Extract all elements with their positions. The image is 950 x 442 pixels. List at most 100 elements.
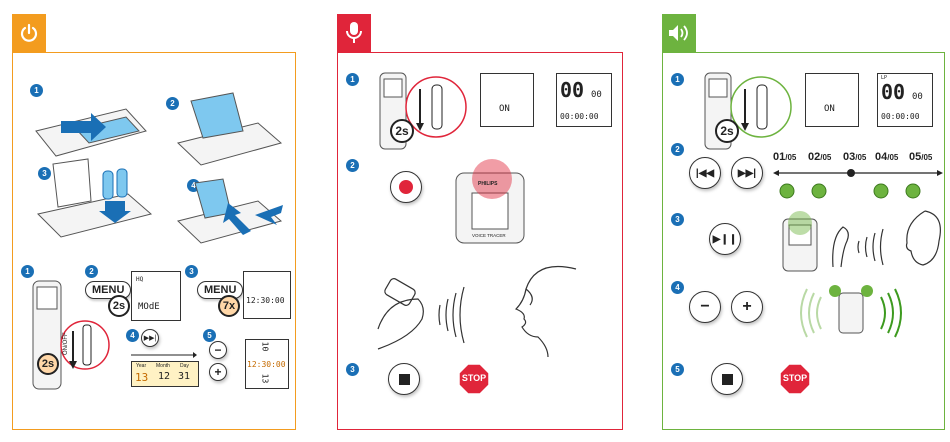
lcd-mode-screen: HQ MOdE xyxy=(131,271,181,321)
date-label-day: Day xyxy=(180,363,189,369)
next-icon: ▶▶| xyxy=(143,335,157,342)
speaking-person-illustration xyxy=(377,265,577,358)
track-item: 03/05 xyxy=(843,151,867,163)
lcd-on-screen: ON xyxy=(805,73,859,127)
menu-button[interactable]: MENU xyxy=(197,281,244,299)
battery-insert-illustration xyxy=(37,158,153,238)
step-badge: 2 xyxy=(346,159,359,172)
hold-duration-badge: 2s xyxy=(37,353,59,375)
step-badge: 3 xyxy=(185,265,198,278)
play-pause-button[interactable]: ▶❙❙ xyxy=(709,223,741,255)
previous-icon: |◀◀ xyxy=(695,167,715,179)
minus-icon: − xyxy=(214,343,222,357)
step-badge: 2 xyxy=(85,265,98,278)
step-badge: 1 xyxy=(21,265,34,278)
time-scroll-top: 10 xyxy=(260,341,270,352)
stop-sign-label: STOP xyxy=(461,373,487,383)
lcd-counter-big: 00 xyxy=(881,80,906,104)
lcd-time-text: 12:30:00 xyxy=(246,296,285,305)
lcd-counter-screen: 00 00 00:00:00 xyxy=(556,73,612,127)
play-pause-icon: ▶❙❙ xyxy=(712,233,738,245)
tab-power[interactable] xyxy=(12,14,46,52)
lcd-counter-time: 00:00:00 xyxy=(881,112,920,121)
lcd-quality: LP xyxy=(881,75,888,81)
volume-waves-illustration xyxy=(800,285,902,338)
date-value-month: 12 xyxy=(158,371,171,382)
step-badge: 1 xyxy=(30,84,43,97)
stop-square-icon xyxy=(721,373,733,385)
lcd-mode-text: MOdE xyxy=(138,302,160,312)
device-power-slider-illustration xyxy=(379,72,467,150)
lcd-counter-screen: LP 00 00 00:00:00 xyxy=(877,73,933,127)
record-panel: 1 2s ON 00 00 00:00:00 2 PHILIPS VOICE T… xyxy=(337,52,623,430)
stop-square-icon xyxy=(398,373,410,385)
track-item: 01/05 xyxy=(773,151,797,163)
device-brand: PHILIPS xyxy=(478,181,498,187)
date-step-arrows xyxy=(131,352,197,358)
menu-press-count-badge: 7x xyxy=(218,295,240,317)
step-badge: 4 xyxy=(126,329,139,342)
hold-duration-badge: 2s xyxy=(390,119,414,143)
step-badge: 3 xyxy=(671,213,684,226)
step-badge: 1 xyxy=(346,73,359,86)
date-value-day: 31 xyxy=(178,371,191,382)
volume-down-button[interactable]: − xyxy=(689,291,721,323)
stop-sign-icon: STOP xyxy=(458,363,490,395)
plus-icon: + xyxy=(214,365,222,379)
track-list: 01/05 02/05 03/05 04/05 05/05 xyxy=(773,151,943,201)
tab-play[interactable] xyxy=(662,14,696,52)
plus-icon: + xyxy=(742,298,752,315)
previous-button[interactable]: |◀◀ xyxy=(689,157,721,189)
step-badge: 5 xyxy=(203,329,216,342)
next-track-button[interactable]: ▶▶| xyxy=(141,329,159,347)
lcd-mode-top: HQ xyxy=(136,276,144,283)
device-record-led-illustration xyxy=(455,159,525,244)
track-item: 02/05 xyxy=(808,151,832,163)
track-item: 05/05 xyxy=(909,151,933,163)
lcd-time-screen: 12:30:00 xyxy=(243,271,291,319)
play-panel: 1 2s ON LP 00 00 00:00:00 2 |◀◀ ▶▶| 01/0… xyxy=(662,52,945,430)
lcd-time-adjust-screen: 10 12:30:00 13 xyxy=(245,339,289,389)
step-badge: 4 xyxy=(671,281,684,294)
volume-up-button[interactable]: + xyxy=(731,291,763,323)
device-power-slider-illustration xyxy=(704,72,792,150)
battery-cover-lifted-illustration xyxy=(176,92,283,166)
tab-record[interactable] xyxy=(337,14,371,52)
time-scroll-current: 12:30:00 xyxy=(247,360,286,369)
date-value-year: 13 xyxy=(135,371,149,384)
plus-button[interactable]: + xyxy=(209,363,227,381)
time-scroll-bottom: 13 xyxy=(260,373,270,384)
lcd-counter-small: 00 xyxy=(912,92,923,102)
minus-button[interactable]: − xyxy=(209,341,227,359)
lcd-on-screen: ON xyxy=(480,73,534,127)
microphone-icon xyxy=(346,22,362,43)
next-button[interactable]: ▶▶| xyxy=(731,157,763,189)
step-badge: 2 xyxy=(166,97,179,110)
stop-square-button[interactable] xyxy=(388,363,420,395)
minus-icon: − xyxy=(700,298,710,315)
track-timeline xyxy=(773,169,943,199)
step-badge: 5 xyxy=(671,363,684,376)
power-panel: 1 2 3 4 1 2s ON/OFF 2 MENU 2s HQ MO xyxy=(12,52,296,430)
lcd-on-text: ON xyxy=(824,104,835,114)
step-badge: 1 xyxy=(671,73,684,86)
step-badge: 3 xyxy=(346,363,359,376)
battery-cover-close-illustration xyxy=(176,178,283,244)
stop-square-button[interactable] xyxy=(711,363,743,395)
record-dot-icon xyxy=(399,180,413,194)
lcd-counter-big: 00 xyxy=(560,78,585,102)
date-label-year: Year xyxy=(136,363,147,369)
next-icon: ▶▶| xyxy=(737,167,757,179)
speaker-icon xyxy=(669,25,688,41)
stop-sign-label: STOP xyxy=(782,373,808,383)
lcd-counter-time: 00:00:00 xyxy=(560,112,599,121)
power-icon xyxy=(20,23,38,42)
date-label-month: Month xyxy=(156,363,170,369)
slider-label: ON/OFF xyxy=(63,332,69,355)
record-button[interactable] xyxy=(390,171,422,203)
stop-sign-icon: STOP xyxy=(779,363,811,395)
menu-button[interactable]: MENU xyxy=(85,281,132,299)
step-badge: 3 xyxy=(38,167,51,180)
track-item: 04/05 xyxy=(875,151,899,163)
battery-cover-open-illustration xyxy=(35,108,147,157)
